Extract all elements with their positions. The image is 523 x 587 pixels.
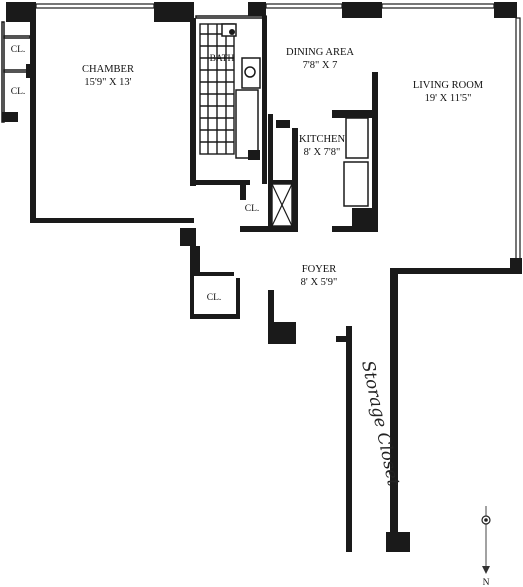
bath-fixtures (199, 23, 261, 160)
north-label: N (483, 578, 490, 587)
closet-label-3: CL. (245, 204, 260, 214)
closet-label-2: CL. (11, 87, 26, 97)
north-arrow-icon: N (481, 506, 491, 587)
walls (1, 2, 522, 552)
dining-name: DINING AREA (286, 47, 354, 58)
closet-label-1: CL. (11, 45, 26, 55)
kitchen-name: KITCHEN (299, 134, 345, 145)
chamber-name: CHAMBER (82, 64, 134, 75)
kitchen-fixtures (271, 117, 369, 227)
bath-name: BATH (210, 54, 235, 64)
dining-dims: 7'8" X 7 (303, 60, 338, 71)
kitchen-dims: 8' X 7'8" (304, 147, 341, 158)
living-name: LIVING ROOM (413, 80, 484, 91)
closet-label-4: CL. (207, 293, 222, 303)
living-dims: 19' X 11'5" (425, 93, 472, 104)
foyer-dims: 8' X 5'9" (301, 277, 338, 288)
chamber-dims: 15'9" X 13' (84, 77, 131, 88)
foyer-name: FOYER (302, 264, 336, 275)
